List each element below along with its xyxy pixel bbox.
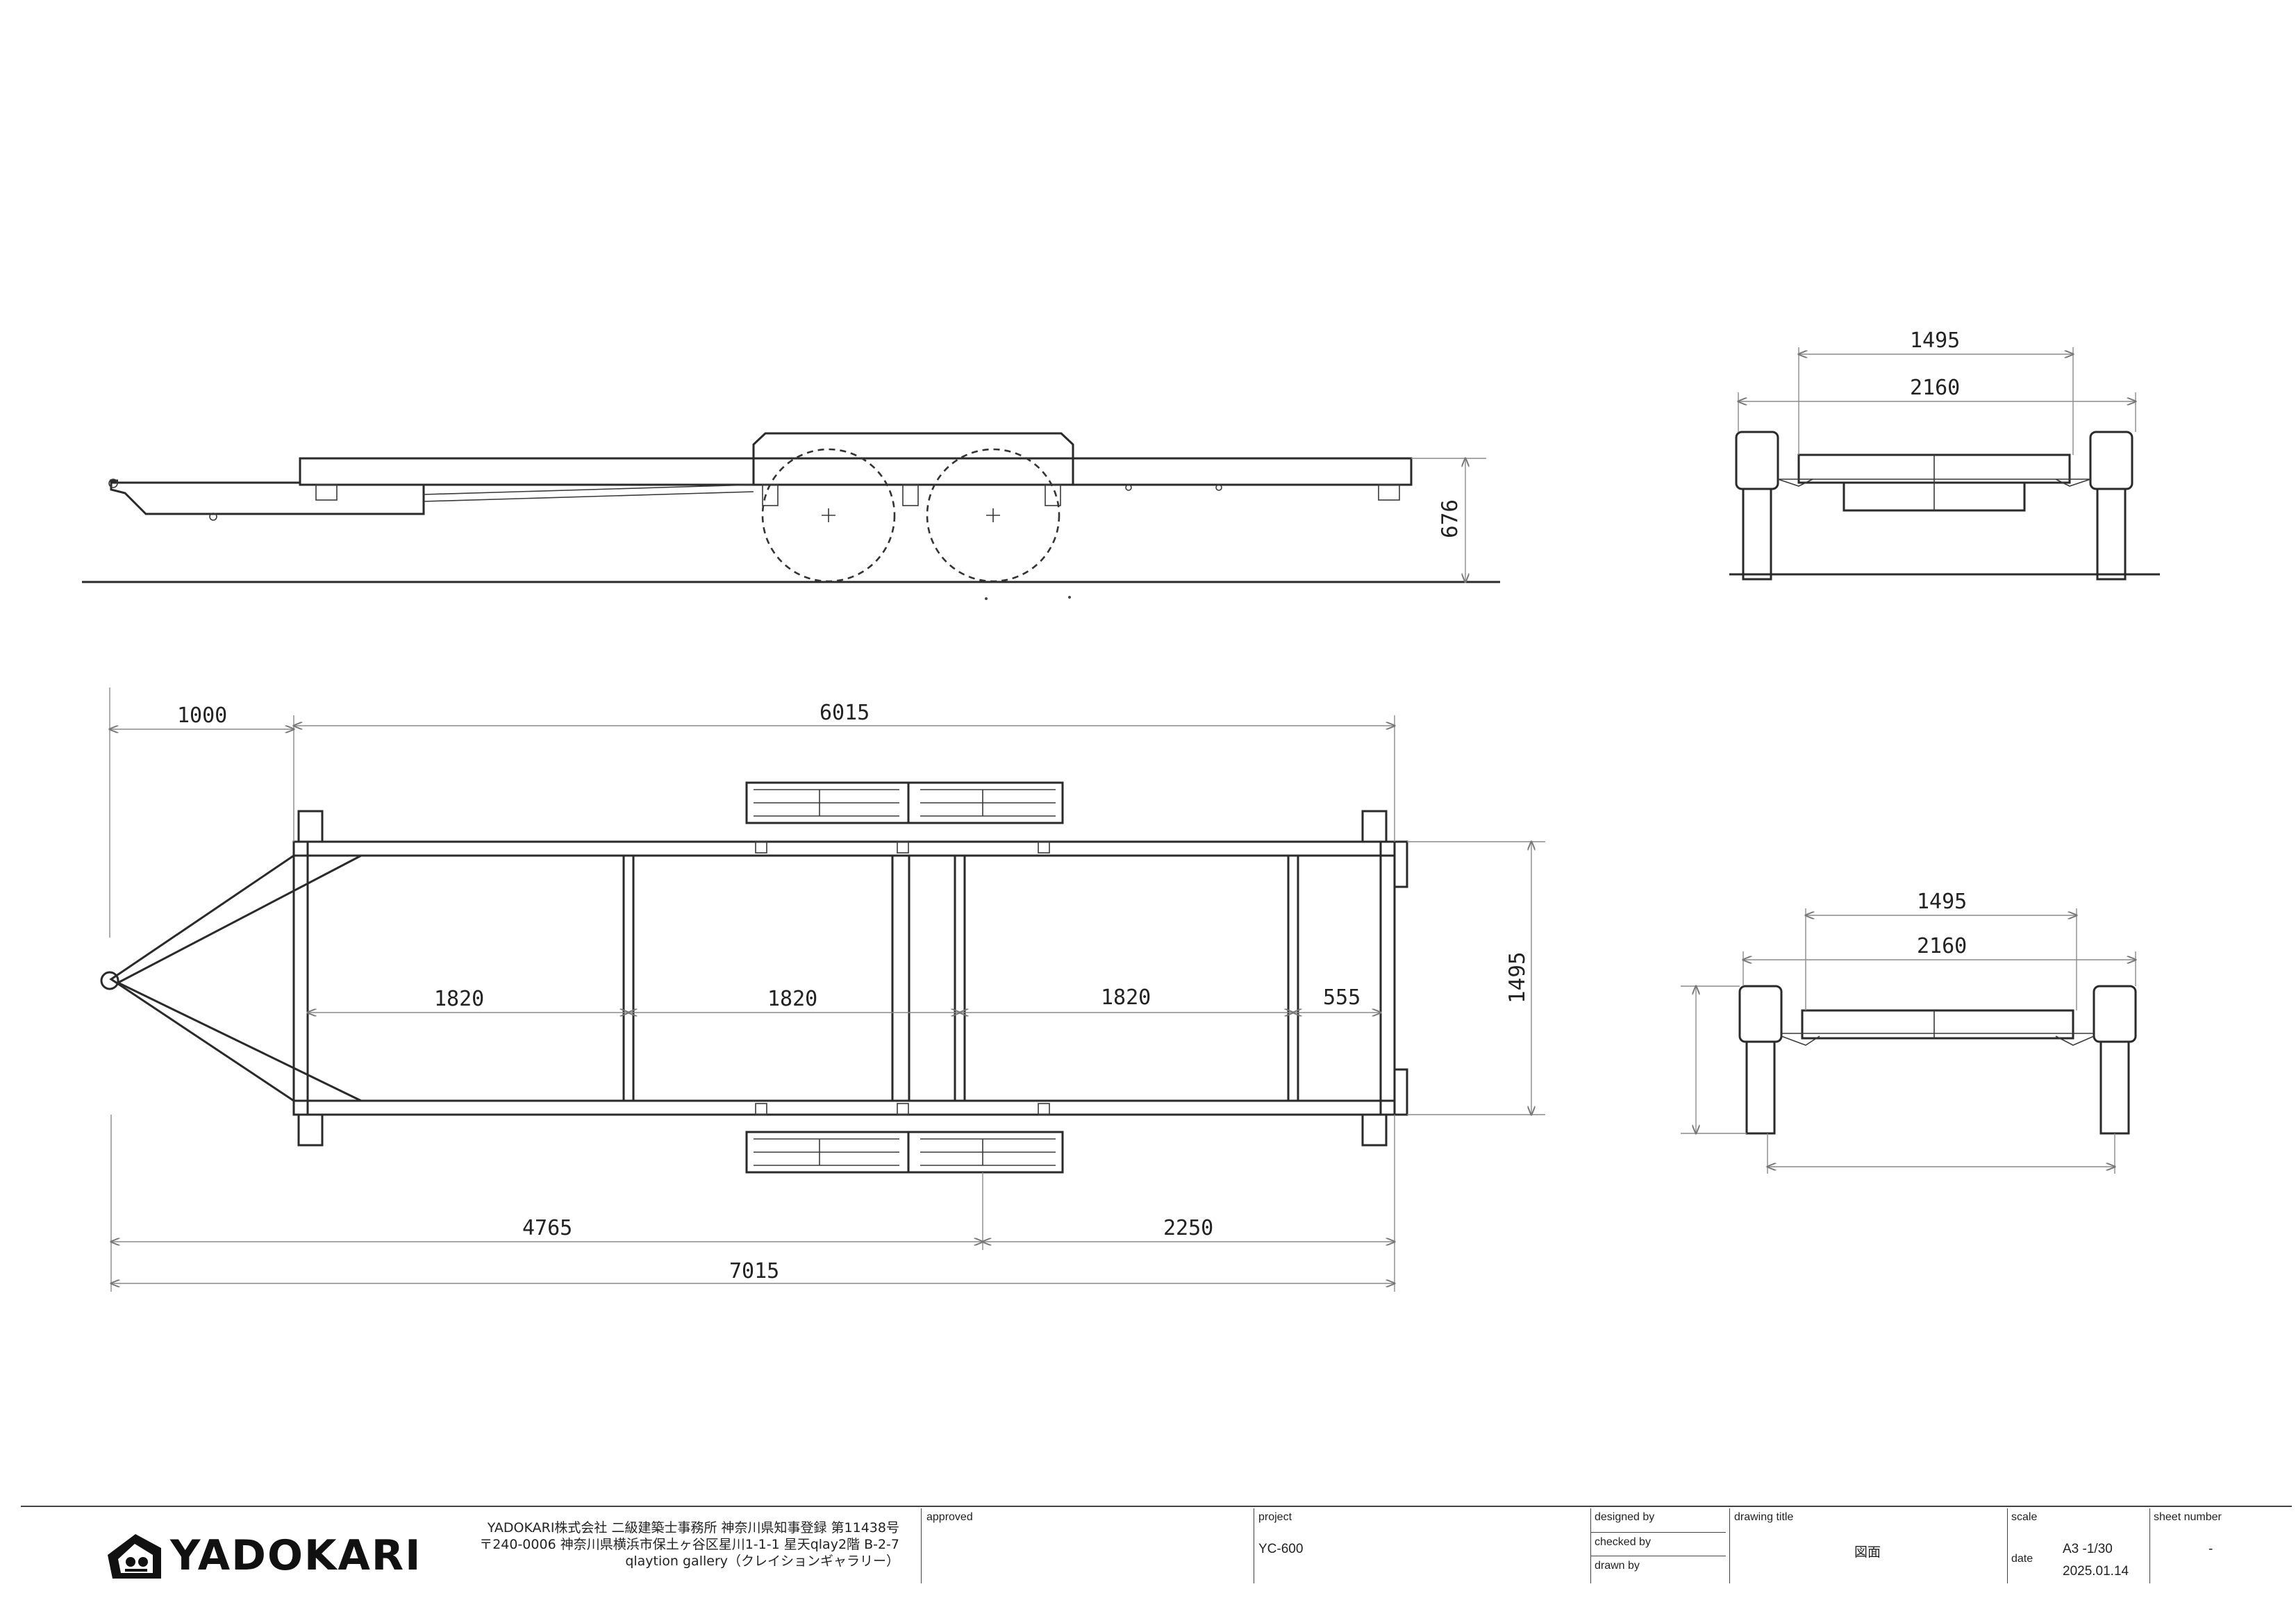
dim-bay-2: 1820 bbox=[767, 987, 817, 1011]
dim-bay-3: 1820 bbox=[1101, 985, 1151, 1010]
sheet-number-value: - bbox=[2208, 1542, 2213, 1556]
front-dim-2160: 2160 bbox=[1910, 376, 1960, 400]
yadokari-logo: YADOKARI bbox=[104, 1528, 422, 1583]
project-label: project bbox=[1258, 1511, 1292, 1523]
side-tongue bbox=[110, 481, 425, 515]
drawn-by-label: drawn by bbox=[1595, 1560, 1640, 1572]
rear-dim-2160: 2160 bbox=[1917, 934, 1967, 958]
sheet-number-label: sheet number bbox=[2154, 1511, 2222, 1523]
dim-rear-overhang: 555 bbox=[1323, 985, 1361, 1010]
company-line-1: YADOKARI株式会社 二級建築士事務所 神奈川県知事登録 第11438号 bbox=[487, 1520, 899, 1535]
drawing-title-label: drawing title bbox=[1734, 1511, 1794, 1523]
dim-bay-1: 1820 bbox=[434, 987, 484, 1011]
dim-frame-width: 1495 bbox=[1505, 951, 1530, 1004]
logo-text: YADOKARI bbox=[170, 1531, 422, 1580]
side-deck bbox=[299, 457, 1413, 486]
company-address: YADOKARI株式会社 二級建築士事務所 神奈川県知事登録 第11438号 〒… bbox=[444, 1520, 899, 1570]
top-view: 1000 6015 1820 1820 1820 555 1495 4765 2… bbox=[100, 688, 1545, 1292]
side-wheel-front bbox=[761, 448, 896, 583]
date-label: date bbox=[2011, 1553, 2033, 1565]
rear-view: 1495 2160 bbox=[1681, 890, 2137, 1174]
drawing-title-value: 図面 bbox=[1854, 1545, 1881, 1560]
side-wheel-rear bbox=[926, 448, 1060, 583]
date-value: 2025.01.14 bbox=[2063, 1564, 2129, 1579]
designed-by-label: designed by bbox=[1595, 1511, 1655, 1523]
front-view: 1495 2160 bbox=[1729, 328, 2160, 581]
front-dim-1495: 1495 bbox=[1910, 328, 1960, 353]
company-line-2: 〒240-0006 神奈川県横浜市保土ヶ谷区星川1-1-1 星天qlay2階 B… bbox=[479, 1537, 899, 1552]
side-view: 676 bbox=[82, 432, 1500, 600]
dim-1000: 1000 bbox=[177, 704, 227, 728]
top-wheel-right bbox=[745, 1131, 1064, 1174]
dim-2250: 2250 bbox=[1163, 1216, 1213, 1240]
top-wheel-left bbox=[745, 781, 1064, 824]
scale-value: A3 -1/30 bbox=[2063, 1542, 2113, 1556]
company-line-3: qlaytion gallery（クレイションギャラリー） bbox=[625, 1554, 899, 1569]
checked-by-label: checked by bbox=[1595, 1536, 1651, 1548]
dim-7015: 7015 bbox=[729, 1259, 779, 1283]
project-value: YC-600 bbox=[1258, 1542, 1304, 1556]
rear-dim-1495: 1495 bbox=[1917, 890, 1967, 914]
approved-label: approved bbox=[926, 1511, 973, 1523]
dim-6015: 6015 bbox=[820, 701, 870, 725]
dim-height-676: 676 bbox=[1438, 499, 1463, 538]
scale-label: scale bbox=[2011, 1511, 2038, 1523]
side-fender bbox=[752, 432, 1074, 486]
dim-4765: 4765 bbox=[522, 1216, 572, 1240]
house-mascot-icon bbox=[108, 1534, 161, 1579]
